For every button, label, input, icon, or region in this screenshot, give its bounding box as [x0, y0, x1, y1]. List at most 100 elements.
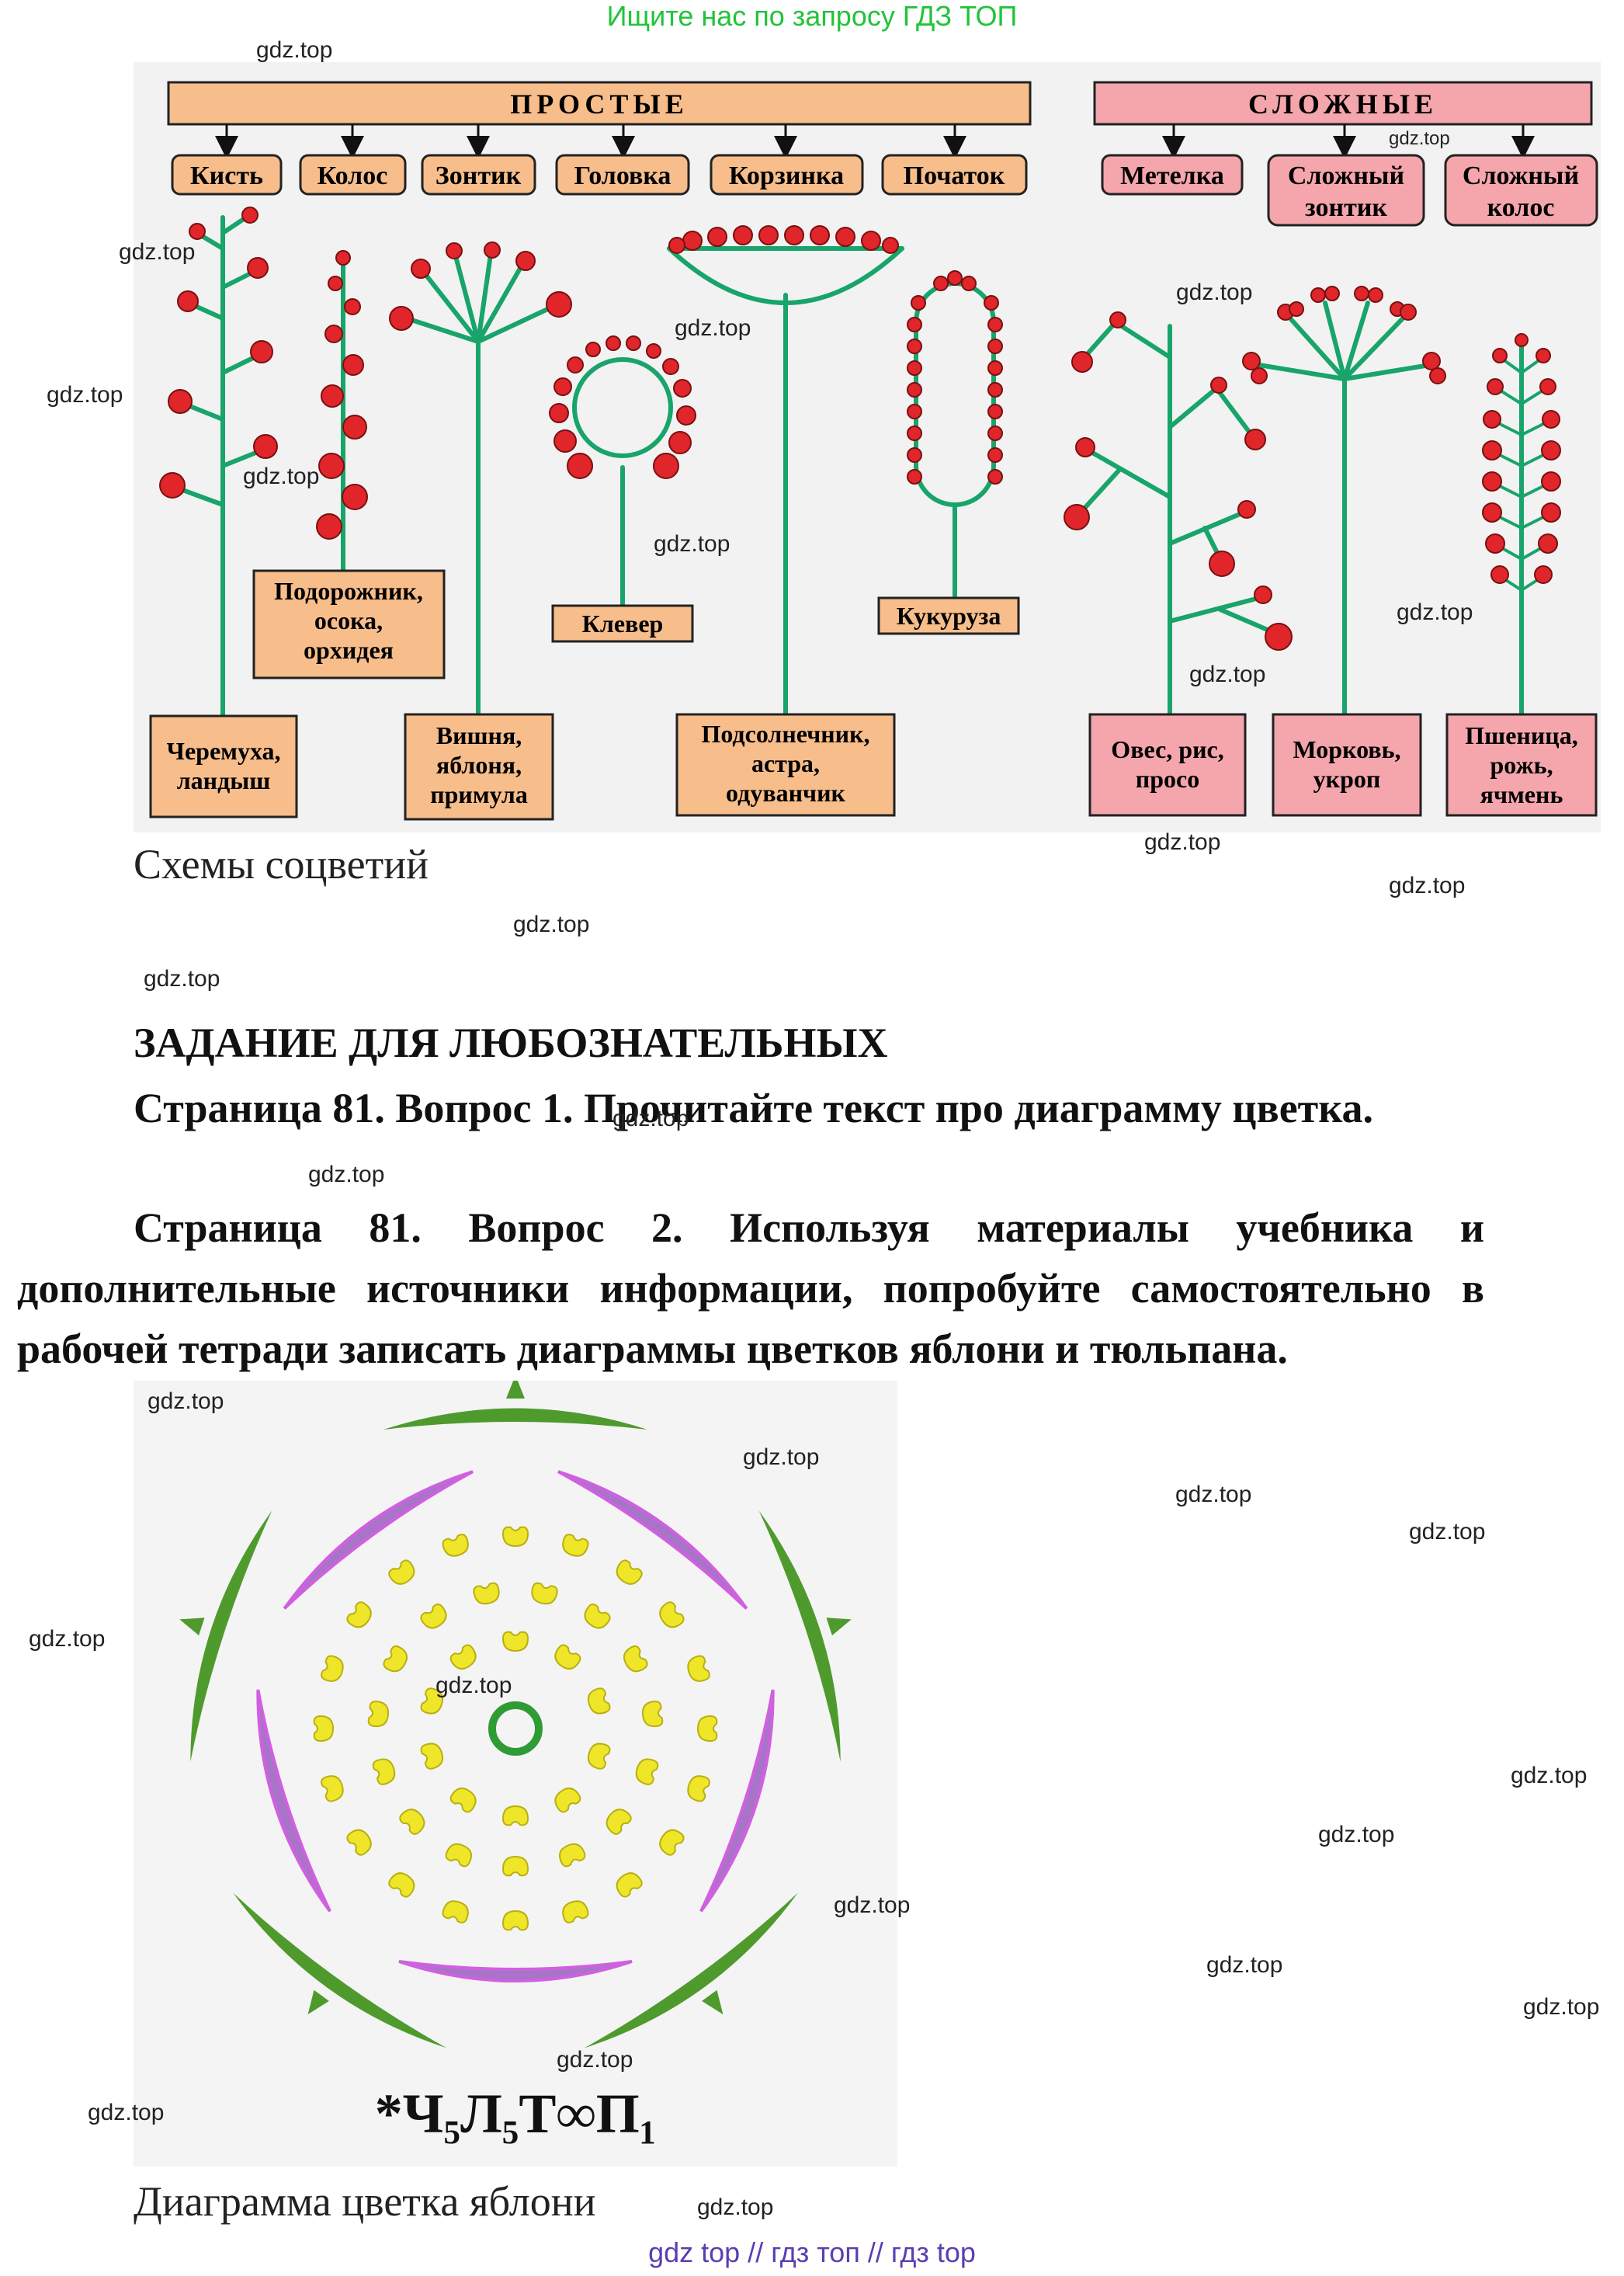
type-cob: Початок [904, 162, 1005, 190]
caption-inflorescences: Схемы соцветий [134, 841, 429, 888]
type-compound-umbel-l1: Сложный [1288, 162, 1404, 190]
type-spike: Колос [318, 162, 388, 190]
stamen [346, 1829, 372, 1856]
watermark: gdz.top [1206, 1952, 1283, 1978]
question-1-text: Прочитайте текст про диаграмму цветка. [583, 1085, 1373, 1131]
watermark: gdz.top [612, 1106, 689, 1131]
stamen [562, 1534, 589, 1557]
stamen [606, 1809, 632, 1835]
watermark: gdz.top [1389, 873, 1466, 898]
watermark: gdz.top [47, 382, 123, 408]
watermark: gdz.top [743, 1444, 820, 1470]
stamen [449, 1644, 477, 1670]
stamen [420, 1603, 447, 1629]
example-raceme-1: Черемуха, [166, 737, 280, 765]
watermark: gdz.top [308, 1162, 385, 1187]
example-compound-umbel-2: укроп [1313, 765, 1381, 793]
example-basket-3: одуванчик [726, 779, 845, 807]
watermark: gdz.top [697, 2194, 774, 2220]
stamen [554, 1787, 581, 1813]
watermark: gdz.top [1397, 599, 1473, 625]
stamen [367, 1701, 390, 1728]
stamen [584, 1603, 611, 1629]
watermark: gdz.top [29, 1626, 106, 1652]
simple-header-bar [167, 81, 1032, 126]
watermark: gdz.top [654, 531, 730, 557]
stamen [659, 1829, 685, 1856]
stamen [501, 1526, 529, 1548]
watermark: gdz.top [119, 239, 196, 265]
stamen [420, 1687, 444, 1715]
stamen [531, 1582, 558, 1605]
stamen [554, 1644, 581, 1670]
stamen [313, 1715, 335, 1743]
inflorescence-diagram: ПРОСТЫЕ СЛОЖНЫЕ Кисть Колос Зон [134, 62, 1601, 832]
watermark: gdz.top [675, 315, 751, 341]
watermark: gdz.top [834, 1892, 911, 1918]
watermark: gdz.top [1189, 662, 1266, 687]
stamen [445, 1843, 472, 1868]
caption-apple-diagram: Диаграмма цветка яблони [134, 2178, 596, 2225]
stamen [696, 1715, 718, 1743]
stamen [442, 1900, 469, 1923]
stamen [587, 1743, 611, 1770]
stamen [388, 1872, 415, 1898]
example-spike-3: орхидея [304, 636, 394, 664]
stamen [659, 1601, 685, 1628]
example-compound-spike-3: ячмень [1480, 780, 1563, 808]
stamen [501, 1909, 529, 1931]
example-compound-spike-1: Пшеница, [1465, 721, 1577, 749]
stamen [321, 1655, 344, 1682]
stamen [616, 1559, 643, 1585]
watermark: gdz.top [435, 1673, 512, 1698]
type-basket: Корзинка [729, 162, 844, 190]
example-basket-1: Подсолнечник, [701, 720, 869, 748]
search-banner[interactable]: Ищите нас по запросу ГДЗ ТОП [606, 0, 1018, 32]
stamen [383, 1645, 408, 1673]
stamen [501, 1855, 529, 1877]
watermark: gdz.top [1409, 1519, 1486, 1545]
question-2-label: Страница 81. Вопрос 2. [134, 1204, 683, 1251]
footer-links[interactable]: gdz top // гдз топ // гдз top [648, 2236, 976, 2268]
example-spike-1: Подорожник, [274, 577, 423, 605]
stamen [388, 1559, 415, 1585]
watermark: gdz.top [1318, 1822, 1395, 1847]
stamen [442, 1534, 469, 1557]
type-raceme: Кисть [190, 162, 263, 190]
type-umbel: Зонтик [435, 162, 522, 190]
example-head: Клевер [582, 610, 664, 638]
watermark: gdz.top [88, 2100, 165, 2125]
type-panicle: Метелка [1120, 162, 1224, 190]
question-2: Страница 81. Вопрос 2. Используя материа… [17, 1197, 1484, 1379]
watermark: gdz.top [557, 2047, 633, 2073]
question-1-label: Страница 81. Вопрос 1. [134, 1085, 574, 1131]
simple-header: ПРОСТЫЕ [510, 89, 689, 120]
section-title: ЗАДАНИЕ ДЛЯ ЛЮБОЗНАТЕЛЬНЫХ [134, 1020, 888, 1066]
example-basket-2: астра, [751, 749, 820, 777]
question-1: Страница 81. Вопрос 1. Прочитайте текст … [17, 1078, 1484, 1138]
example-spike-2: осока, [314, 606, 383, 634]
apple-flower-diagram: *Ч₅Л₅Т∞П₁ [134, 1375, 897, 2167]
stamen [501, 1805, 529, 1826]
question-2-text: Используя материалы учебника и дополните… [17, 1204, 1484, 1372]
watermark: gdz.top [1175, 1482, 1252, 1507]
watermark: gdz.top [1144, 829, 1221, 855]
stamen [616, 1872, 643, 1898]
example-umbel-2: яблоня, [436, 751, 522, 779]
example-raceme-2: ландыш [177, 766, 271, 794]
complex-header: СЛОЖНЫЕ [1248, 89, 1438, 120]
stamen [587, 1687, 611, 1715]
watermark: gdz.top [147, 1388, 224, 1414]
watermark: gdz.top [144, 966, 220, 992]
example-panicle-1: Овес, рис, [1111, 735, 1223, 763]
stamen [635, 1758, 659, 1785]
watermark: gdz.top [1176, 280, 1253, 305]
example-compound-umbel-1: Морковь, [1293, 735, 1401, 763]
complex-header-bar [1093, 81, 1593, 126]
watermark: gdz.top [1389, 128, 1450, 149]
watermark: gdz.top [243, 464, 320, 489]
stamen [559, 1843, 586, 1868]
stamen [473, 1582, 500, 1605]
stamen [687, 1775, 710, 1802]
example-panicle-2: просо [1136, 765, 1199, 793]
